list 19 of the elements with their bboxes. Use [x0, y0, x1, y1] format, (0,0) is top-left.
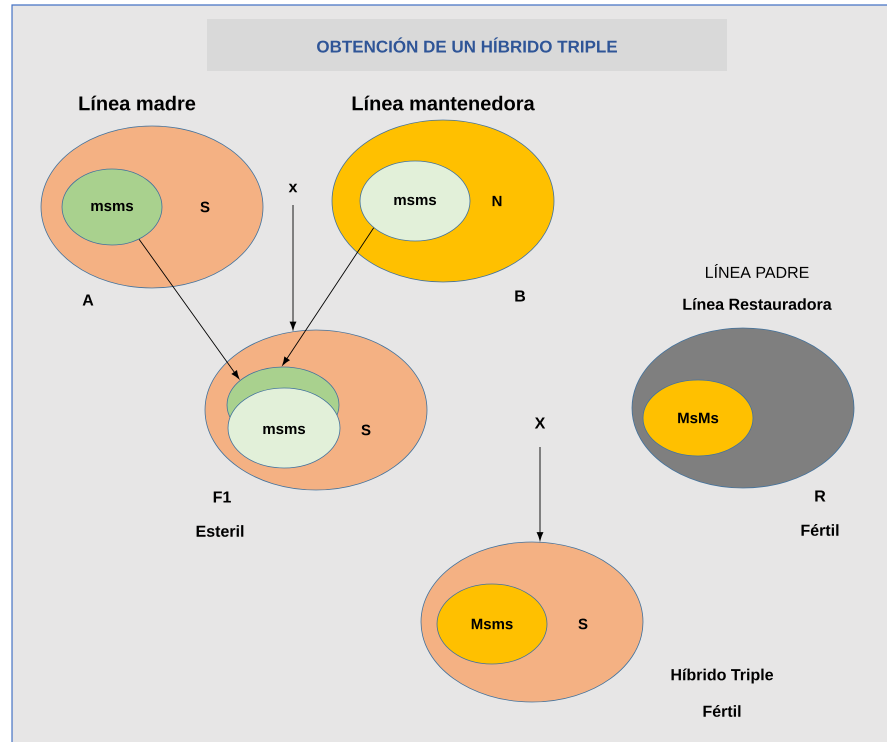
heading: Línea Restauradora: [683, 298, 832, 310]
node-label: Fértil: [704, 705, 740, 717]
node-label: Fértil: [802, 524, 838, 536]
title-banner: OBTENCIÓN DE UN HÍBRIDO TRIPLE: [207, 19, 727, 71]
letter-label: F1: [214, 491, 231, 502]
arrow: [282, 227, 374, 366]
arrow: [290, 204, 296, 330]
letter-label: A: [82, 294, 94, 306]
letter-label: R: [815, 490, 826, 502]
arrow: [138, 238, 240, 379]
heading: Línea madre: [79, 96, 196, 110]
heading: Línea mantenedora: [352, 96, 535, 110]
node-label: Esteril: [196, 525, 244, 537]
edge-label: x: [288, 184, 298, 192]
heading: LÍNEA PADRE: [706, 264, 809, 278]
arrow: [536, 446, 544, 541]
edge-label: X: [534, 417, 546, 428]
letter-label: B: [515, 290, 526, 302]
node-label: Híbrido Triple: [672, 668, 774, 684]
